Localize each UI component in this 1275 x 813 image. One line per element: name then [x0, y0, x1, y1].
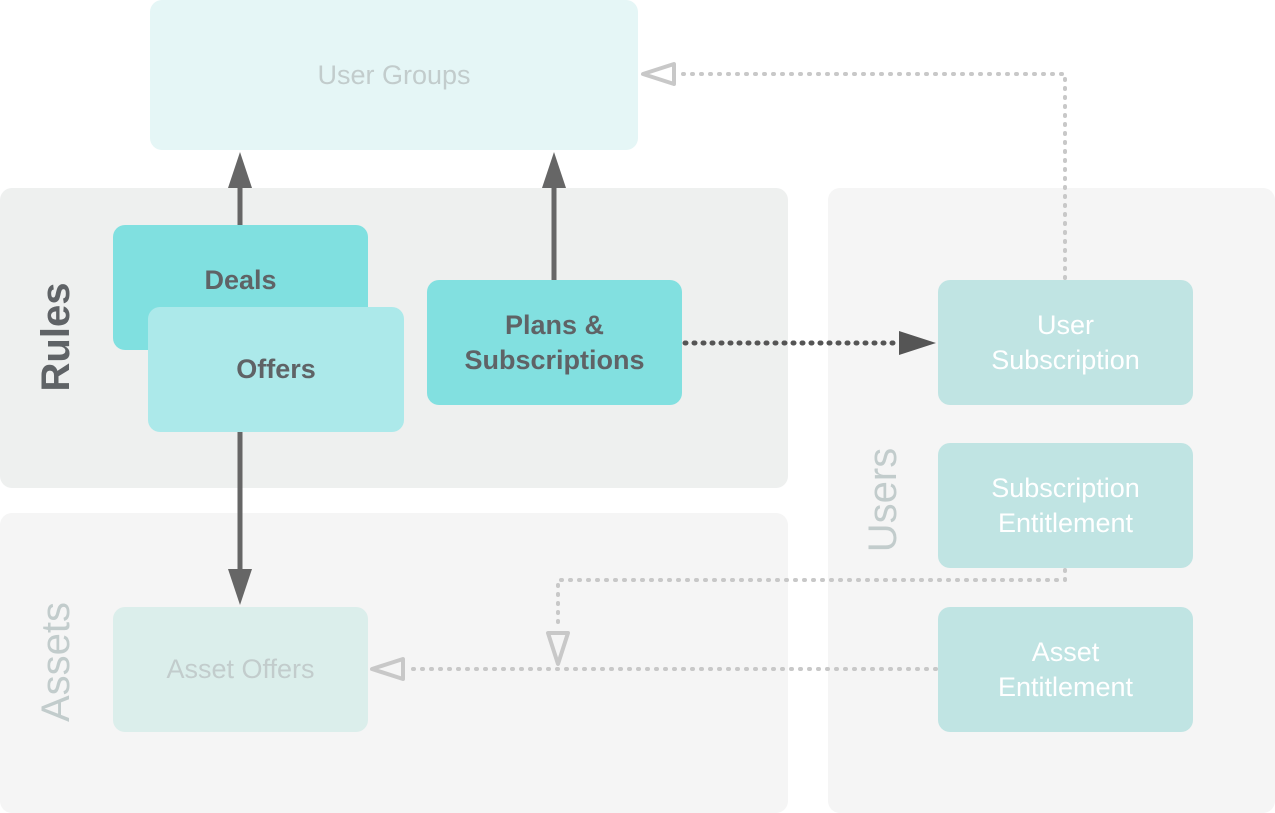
user-subscription-node[interactable]: User Subscription [938, 280, 1193, 405]
plans-to-user-groups-arrow [542, 152, 566, 280]
deals-to-user-groups-arrow [228, 152, 252, 225]
user-subscription-to-user-groups-arrow [641, 62, 1067, 280]
offers-node[interactable]: Offers [148, 307, 404, 432]
asset-offers-node[interactable]: Asset Offers [113, 607, 368, 732]
subscription-entitlement-node[interactable]: Subscription Entitlement [938, 443, 1193, 568]
asset-entitlement-node[interactable]: Asset Entitlement [938, 607, 1193, 732]
asset-entitlement-to-asset-offers-arrow [370, 657, 938, 681]
subscription-entitlement-to-asset-offers-arrow [546, 568, 1067, 666]
user-groups-node[interactable]: User Groups [150, 0, 638, 150]
offers-to-asset-offers-arrow [228, 432, 252, 605]
plans-to-user-subscription-arrow [682, 331, 936, 355]
plans-subscriptions-node[interactable]: Plans & Subscriptions [427, 280, 682, 405]
